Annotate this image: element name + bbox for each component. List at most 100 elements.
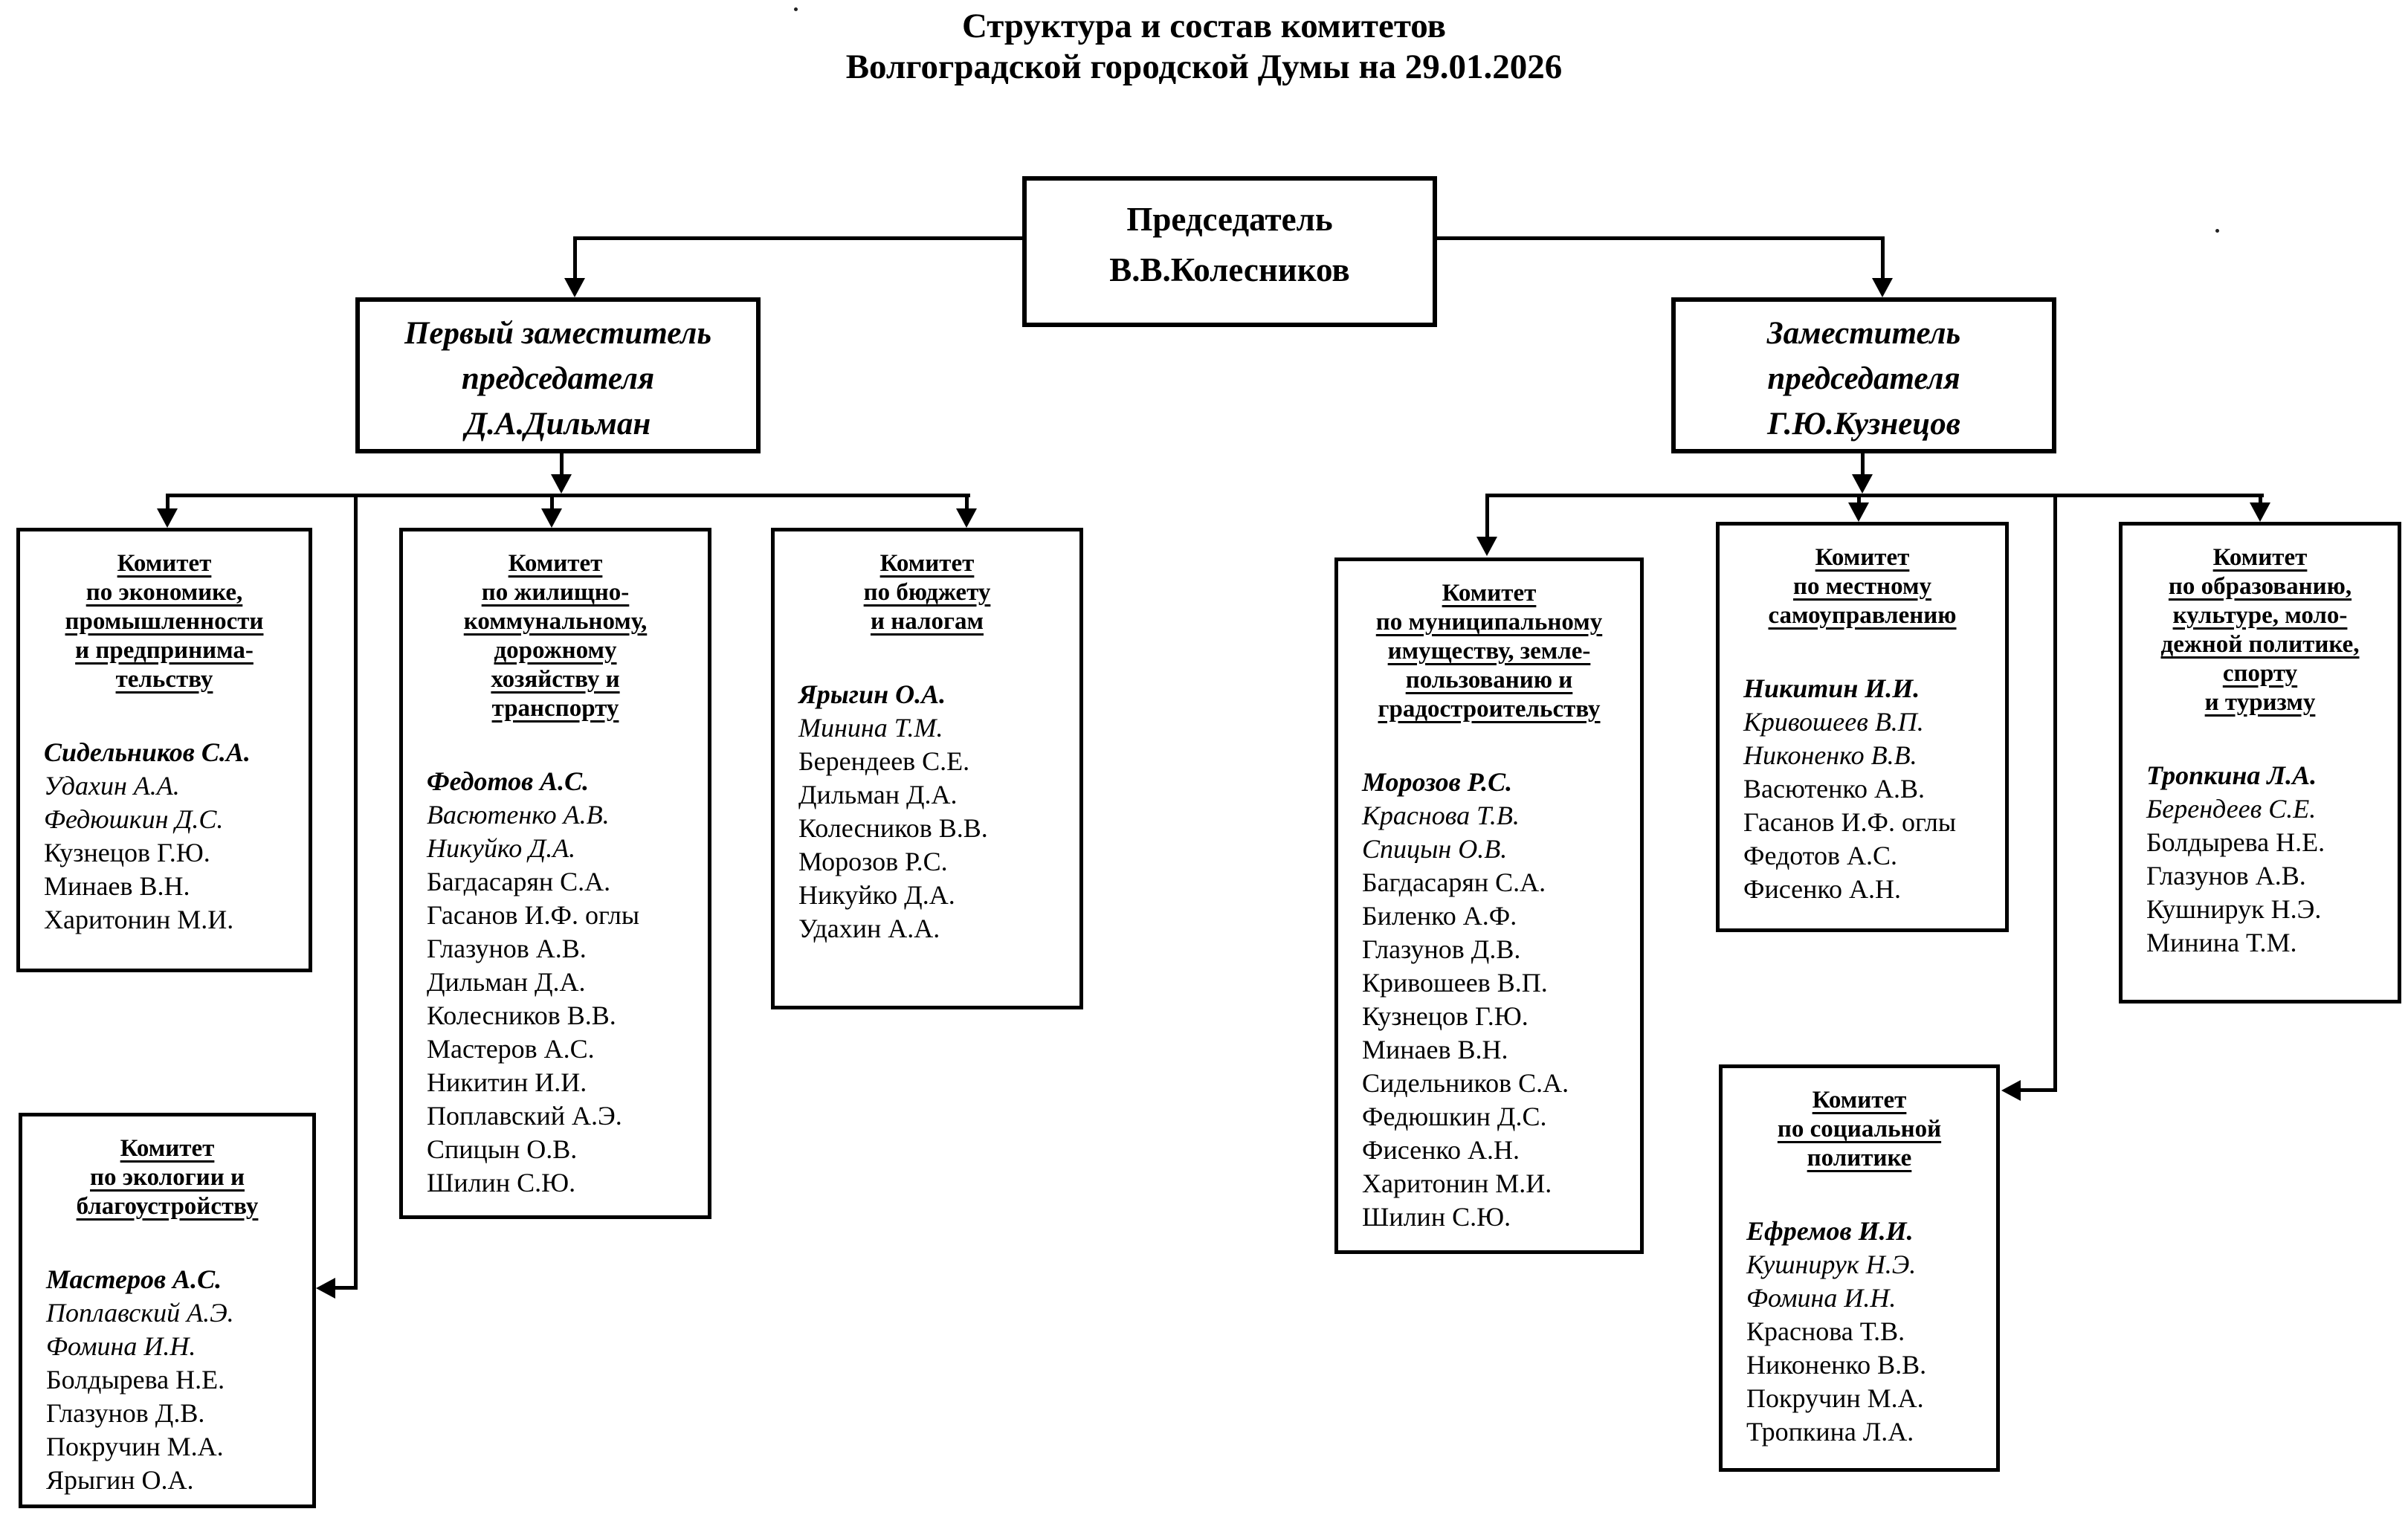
arrow-down-icon: [2250, 502, 2270, 522]
deputy-name: Г.Ю.Кузнецов: [1767, 407, 1960, 442]
member-name: Ярыгин О.А.: [46, 1464, 194, 1495]
deputy-box: Заместитель председателя Г.Ю.Кузнецов: [1671, 297, 2056, 453]
member-name: Фисенко А.Н.: [1362, 1134, 1520, 1165]
arrow-down-icon: [1476, 537, 1497, 556]
committee-title-line: дежной политике,: [2160, 630, 2360, 658]
page-title-line-1: Структура и состав комитетов: [961, 7, 1447, 45]
connector-line: [1861, 453, 1865, 476]
first-deputy-box: Первый заместитель председателя Д.А.Диль…: [355, 297, 761, 453]
member-name: Мастеров А.С.: [427, 1033, 595, 1064]
member-name: Кузнецов Г.Ю.: [44, 837, 210, 867]
member-name: Фомина И.Н.: [1746, 1282, 1897, 1313]
committee-title-line: по экологии и: [90, 1163, 245, 1191]
committee-members: Федотов А.С.Васютенко А.В.Никуйко Д.А.Ба…: [403, 765, 708, 1200]
arrow-down-icon: [1848, 502, 1869, 522]
member-name: Васютенко А.В.: [427, 799, 610, 830]
member-name: Дильман Д.А.: [427, 966, 586, 997]
connector-line: [335, 1286, 358, 1290]
committee-members: Ярыгин О.А.Минина Т.М.Берендеев С.Е.Диль…: [775, 678, 1079, 946]
committee-title-line: по местному: [1792, 572, 1931, 600]
member-name: Морозов Р.С.: [798, 846, 948, 876]
chairman-name: В.В.Колесников: [1109, 251, 1350, 289]
committee-title-line: хозяйству и: [491, 665, 620, 693]
member-name: Никитин И.И.: [1743, 673, 1920, 703]
member-name: Харитонин М.И.: [44, 904, 234, 934]
member-name: Никуйко Д.А.: [798, 879, 955, 910]
member-name: Минина Т.М.: [798, 712, 943, 743]
arrow-down-icon: [157, 508, 178, 528]
member-name: Болдырева Н.Е.: [46, 1364, 225, 1394]
member-name: Федюшкин Д.С.: [1362, 1101, 1547, 1131]
committee-title-line: по экономике,: [85, 578, 243, 606]
committee-title-line: дорожному: [494, 636, 617, 664]
member-name: Шилин С.Ю.: [427, 1167, 576, 1198]
committee-title-line: Комитет: [2212, 544, 2308, 571]
member-name: Удахин А.А.: [44, 770, 180, 801]
member-name: Тропкина Л.А.: [1746, 1416, 1914, 1447]
member-name: Гасанов И.Ф. оглы: [427, 899, 640, 930]
committee-title-line: градостроительству: [1378, 695, 1601, 723]
member-name: Харитонин М.И.: [1362, 1168, 1552, 1198]
committee-title-line: тельству: [115, 665, 213, 693]
first-deputy-line-1: Первый заместитель: [404, 316, 712, 351]
deputy-line-1: Заместитель: [1766, 316, 1961, 351]
committee-title-line: по жилищно-: [481, 578, 630, 606]
connector-line: [965, 497, 969, 510]
scan-speck: [2215, 229, 2219, 233]
connector-line: [1857, 497, 1861, 504]
committee-title-line: и туризму: [2204, 688, 2316, 716]
arrow-left-icon: [316, 1278, 335, 1299]
member-name: Поплавский А.Э.: [46, 1297, 234, 1328]
first-deputy-name: Д.А.Дильман: [465, 407, 651, 442]
connector-line: [575, 236, 1022, 240]
member-name: Глазунов Д.В.: [1362, 934, 1521, 964]
connector-line: [573, 236, 577, 279]
committee-title-line: Комитет: [1815, 544, 1910, 571]
connector-line: [2053, 497, 2057, 1090]
member-name: Васютенко А.В.: [1743, 773, 1926, 804]
connector-line: [550, 497, 554, 510]
member-name: Краснова Т.В.: [1362, 800, 1520, 830]
committee-title-line: Комитет: [1812, 1087, 1907, 1114]
chairman-role: Председатель: [1126, 201, 1333, 238]
member-name: Кривошеев В.П.: [1743, 706, 1924, 737]
committee-members: Морозов Р.С.Краснова Т.В.Спицын О.В.Багд…: [1338, 766, 1640, 1234]
member-name: Биленко А.Ф.: [1362, 900, 1517, 931]
member-name: Глазунов Д.В.: [46, 1397, 205, 1428]
committee-title-line: Комитет: [1442, 580, 1537, 607]
connector-line: [2021, 1088, 2057, 1092]
connector-line: [1881, 236, 1885, 279]
member-name: Фисенко А.Н.: [1743, 873, 1902, 904]
member-name: Кривошеев В.П.: [1362, 967, 1548, 998]
committee-title-line: политике: [1807, 1144, 1912, 1171]
committee-title-line: промышленности: [65, 607, 264, 635]
member-name: Федотов А.С.: [427, 766, 590, 796]
member-name: Ярыгин О.А.: [798, 679, 946, 709]
member-name: Фомина И.Н.: [46, 1331, 196, 1361]
member-name: Сидельников С.А.: [44, 737, 251, 767]
member-name: Дильман Д.А.: [798, 779, 958, 809]
committee-title-line: благоустройству: [76, 1192, 259, 1220]
member-name: Багдасарян С.А.: [1362, 867, 1546, 897]
connector-line: [560, 453, 564, 476]
member-name: Глазунов А.В.: [2146, 860, 2306, 891]
member-name: Глазунов А.В.: [427, 933, 587, 963]
committee-title-line: по социальной: [1777, 1115, 1942, 1142]
first-deputy-line-2: председателя: [461, 361, 655, 397]
member-name: Ефремов И.И.: [1746, 1215, 1914, 1246]
committee-members: Тропкина Л.А.Берендеев С.Е.Болдырева Н.Е…: [2123, 759, 2398, 960]
committee-title-line: Комитет: [120, 1135, 215, 1162]
